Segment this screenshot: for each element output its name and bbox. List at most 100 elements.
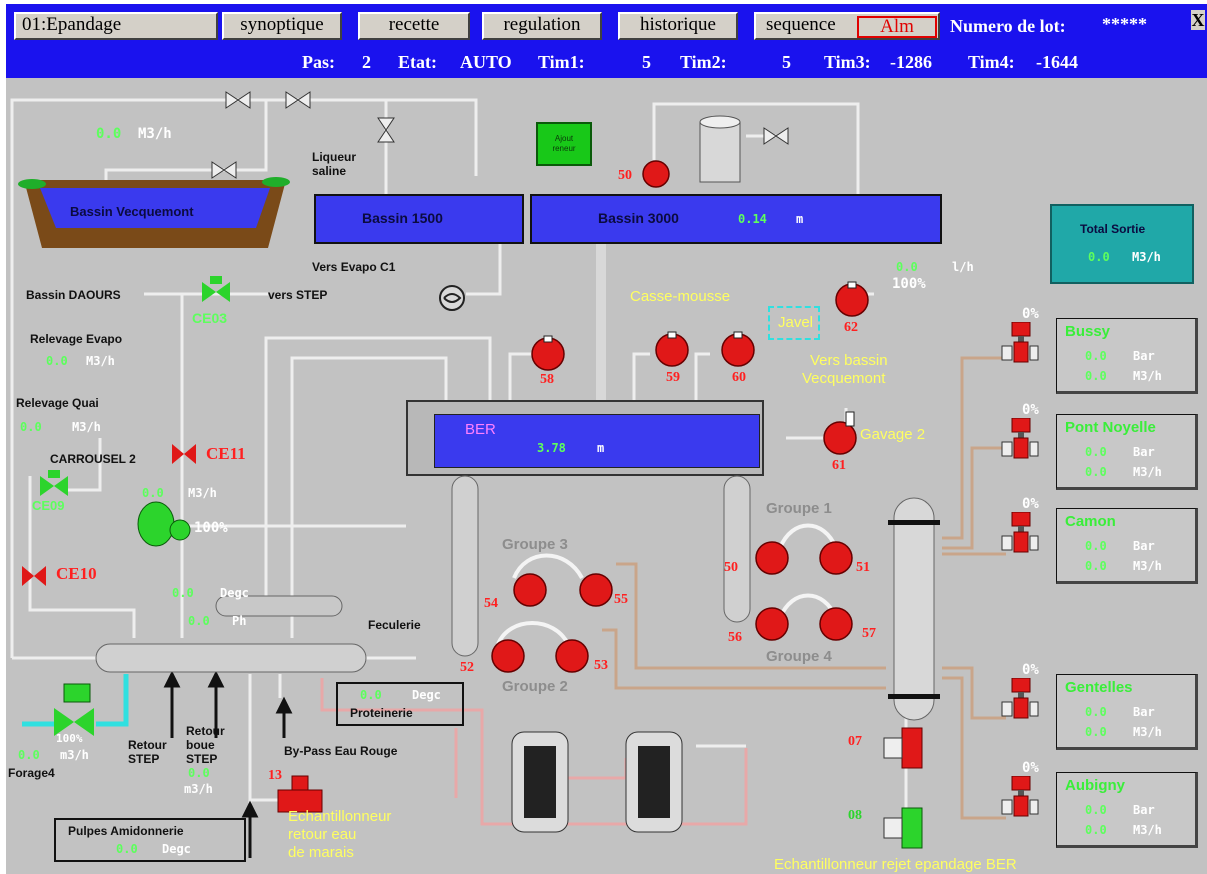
ajout-label-2: reneur bbox=[552, 144, 576, 153]
red-pumps bbox=[491, 160, 869, 673]
pump-58-label[interactable]: 58 bbox=[540, 372, 554, 387]
pump-13 bbox=[277, 775, 323, 813]
top-menu-bar: 01:Epandage synoptique recette regulatio… bbox=[6, 4, 1207, 48]
forage-label: Forage4 bbox=[8, 766, 55, 780]
horizontal-tanks bbox=[95, 595, 367, 673]
javel-flow: 0.0 bbox=[896, 260, 918, 274]
outlet-1-pct: 0% bbox=[1022, 402, 1039, 418]
vers-evapo-label: Vers Evapo C1 bbox=[312, 260, 396, 274]
retour-boue-value: 0.0 bbox=[188, 766, 210, 780]
pump-56-label[interactable]: 56 bbox=[728, 630, 742, 645]
relevage-quai-unit: M3/h bbox=[72, 420, 101, 434]
recette-button[interactable]: recette bbox=[358, 12, 470, 40]
bypass-label: By-Pass Eau Rouge bbox=[284, 744, 398, 758]
bassin-vecquemont-label: Bassin Vecquemont bbox=[70, 204, 194, 219]
saline-label: saline bbox=[312, 164, 347, 178]
outlet-flow-value: 0.0 bbox=[1085, 369, 1107, 383]
ce10-valve bbox=[22, 566, 46, 586]
pump-53-label[interactable]: 53 bbox=[594, 658, 608, 673]
outlet-bar-unit: Bar bbox=[1133, 539, 1155, 553]
etat-value: AUTO bbox=[460, 52, 512, 72]
bassin-3000-level: 0.14 bbox=[738, 212, 767, 226]
retour-step-label-1: Retour bbox=[128, 738, 167, 752]
etat-label: Etat: bbox=[398, 52, 437, 72]
outlet-bar-unit: Bar bbox=[1133, 705, 1155, 719]
ce10-label[interactable]: CE10 bbox=[56, 564, 97, 583]
close-icon[interactable]: X bbox=[1191, 10, 1205, 30]
tim3-label: Tim3: bbox=[824, 52, 871, 72]
synoptique-button[interactable]: synoptique bbox=[222, 12, 342, 40]
outlet-0-valve-icon[interactable] bbox=[1000, 322, 1040, 372]
ce11-label[interactable]: CE11 bbox=[206, 444, 246, 463]
ce03-label[interactable]: CE03 bbox=[192, 310, 228, 326]
pulpes-label: Pulpes Amidonnerie bbox=[68, 824, 184, 838]
vecquemont-flow-unit: M3/h bbox=[138, 126, 172, 142]
outlet-flow-value: 0.0 bbox=[1085, 465, 1107, 479]
alarm-button[interactable]: Alm bbox=[857, 16, 937, 38]
historique-button[interactable]: historique bbox=[618, 12, 738, 40]
outlet-2-valve-icon[interactable] bbox=[1000, 512, 1040, 562]
forage-pct: 100% bbox=[56, 732, 83, 745]
feculerie-label: Feculerie bbox=[368, 618, 421, 632]
relevage-quai-label: Relevage Quai bbox=[16, 396, 99, 410]
groupe-4-label: Groupe 4 bbox=[766, 648, 832, 665]
pump-50a-label[interactable]: 50 bbox=[618, 168, 632, 183]
retour-boue-unit: m3/h bbox=[184, 782, 213, 796]
pas-label: Pas: bbox=[302, 52, 335, 72]
pump-59-label[interactable]: 59 bbox=[666, 370, 680, 385]
pump-60-label[interactable]: 60 bbox=[732, 370, 746, 385]
pump-13-label: 13 bbox=[268, 768, 282, 783]
pump-52-label[interactable]: 52 bbox=[460, 660, 474, 675]
ph-value: 0.0 bbox=[188, 614, 210, 628]
sample-pumps bbox=[883, 727, 923, 849]
forage-unit: m3/h bbox=[60, 748, 89, 762]
pump-07-label[interactable]: 07 bbox=[848, 734, 862, 749]
temp-value: 0.0 bbox=[172, 586, 194, 600]
program-button[interactable]: 01:Epandage bbox=[14, 12, 218, 40]
tim3-value: -1286 bbox=[890, 52, 932, 72]
outlet-bar-value: 0.0 bbox=[1085, 349, 1107, 363]
outlet-2-pct: 0% bbox=[1022, 496, 1039, 512]
ce11-valve bbox=[172, 444, 196, 464]
outlet-name: Camon bbox=[1065, 513, 1116, 530]
outlet-1-valve-icon[interactable] bbox=[1000, 418, 1040, 468]
pump-55-label[interactable]: 55 bbox=[614, 592, 628, 607]
proteinerie-unit: Degc bbox=[412, 688, 441, 702]
total-sortie-value: 0.0 bbox=[1088, 250, 1110, 264]
top-valves bbox=[211, 91, 789, 179]
proteinerie-value: 0.0 bbox=[360, 688, 382, 702]
echant-rejet-label: Echantillonneur rejet epandage BER bbox=[774, 856, 1017, 873]
pump-57-label[interactable]: 57 bbox=[862, 626, 876, 641]
retour-boue-label-2: boue bbox=[186, 738, 215, 752]
outlet-bar-value: 0.0 bbox=[1085, 705, 1107, 719]
regulation-button[interactable]: regulation bbox=[482, 12, 602, 40]
outlet-name: Pont Noyelle bbox=[1065, 419, 1156, 436]
green-pump-pct: 100% bbox=[194, 520, 228, 536]
pump-54-label[interactable]: 54 bbox=[484, 596, 498, 611]
pump-51-label[interactable]: 51 bbox=[856, 560, 870, 575]
ce09-label[interactable]: CE09 bbox=[32, 498, 65, 513]
total-sortie-unit: M3/h bbox=[1132, 250, 1161, 264]
outlet-flow-value: 0.0 bbox=[1085, 823, 1107, 837]
ce11-flow-unit: M3/h bbox=[188, 486, 217, 500]
vers-step-label: vers STEP bbox=[268, 288, 328, 302]
pump-62-label[interactable]: 62 bbox=[844, 320, 858, 335]
tim2-value: 5 bbox=[782, 52, 791, 72]
bassin-3000: Bassin 3000 0.14 m bbox=[530, 194, 942, 244]
pump-08-label[interactable]: 08 bbox=[848, 808, 862, 823]
javel-tank[interactable]: Javel bbox=[768, 306, 820, 340]
ber-tank: BER 3.78 m bbox=[406, 400, 764, 476]
pump-50-label[interactable]: 50 bbox=[724, 560, 738, 575]
proteinerie-label: Proteinerie bbox=[350, 706, 413, 720]
outlet-3-valve-icon[interactable] bbox=[1000, 678, 1040, 728]
outlet-4-valve-icon[interactable] bbox=[1000, 776, 1040, 826]
pump-61-label[interactable]: 61 bbox=[832, 458, 846, 473]
tim4-label: Tim4: bbox=[968, 52, 1015, 72]
